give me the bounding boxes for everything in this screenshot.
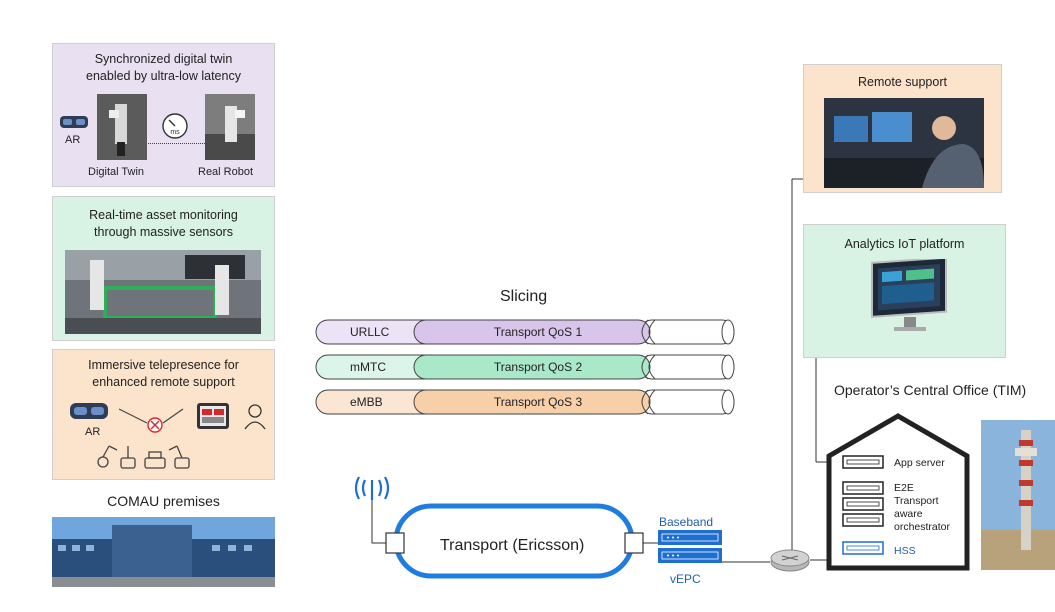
antenna-icon: [354, 476, 390, 500]
robot-arms-icon: [97, 445, 190, 469]
right-transport-node: [624, 532, 644, 554]
slicing-pipes: URLLC Transport QoS 1 mMTC Transport QoS 2 e…: [315, 319, 735, 415]
blocked-connection-icon: [118, 408, 184, 433]
telepresence-ar-label: AR: [85, 426, 101, 438]
ar-label: AR: [65, 134, 81, 146]
person-icon: [244, 404, 266, 430]
digital-twin-title-2: enabled by ultra-low latency: [86, 69, 241, 83]
transport-label: Transport (Ericsson): [440, 537, 585, 554]
slice-name-label: URLLC: [350, 325, 390, 339]
digital-twin-panel: Synchronized digital twin enabled by ult…: [52, 43, 275, 187]
orchestrator-label-1: E2E: [894, 482, 914, 494]
transport-diagram: [354, 476, 750, 579]
orchestrator-label-3: aware: [894, 508, 923, 520]
slice-qos-label: Transport QoS 1: [494, 325, 583, 339]
telepresence-title-2: enhanced remote support: [92, 375, 235, 389]
real-robot-label: Real Robot: [198, 166, 254, 178]
vepc-label: vEPC: [670, 572, 701, 586]
factory-sensors-image: [65, 250, 261, 334]
orchestrator-label-2: Transport: [894, 495, 939, 507]
app-server-icon: [842, 455, 884, 469]
comau-premises-label: COMAU premises: [107, 493, 220, 509]
real-robot-image: [205, 94, 255, 160]
digital-twin-image: [97, 94, 147, 160]
right-connections: [740, 178, 838, 572]
slice-pipe-urllc: URLLC Transport QoS 1: [315, 319, 735, 345]
central-office-title: Operator’s Central Office (TIM): [834, 382, 1027, 398]
hss-label: HSS: [894, 545, 916, 557]
app-server-label: App server: [894, 457, 945, 469]
sync-dotted-line: [148, 143, 205, 144]
slice-qos-label: Transport QoS 2: [494, 360, 583, 374]
baseband-label: Baseband: [659, 515, 714, 529]
orchestrator-label: E2E Transport aware orchestrator: [894, 482, 950, 534]
slice-name-label: mMTC: [350, 360, 386, 374]
slicing-title: Slicing: [500, 288, 548, 305]
tablet-icon: [197, 403, 229, 429]
hss-server-icon: [842, 541, 884, 555]
analytics-panel: Analytics IoT platform: [803, 224, 1006, 358]
slice-qos-label: Transport QoS 3: [494, 395, 583, 409]
asset-monitoring-panel: Real-time asset monitoring through massi…: [52, 196, 275, 341]
remote-support-panel: Remote support: [803, 64, 1002, 193]
analytics-title: Analytics IoT platform: [844, 237, 965, 251]
ar-goggles-icon: [60, 116, 88, 128]
svg-text:ms: ms: [170, 129, 180, 136]
telepresence-panel: Immersive telepresence for enhanced remo…: [52, 349, 275, 480]
digital-twin-title-1: Synchronized digital twin: [94, 52, 233, 66]
tim-tower-image: [981, 420, 1055, 570]
baseband-server-icon: [658, 530, 722, 545]
latency-gauge-icon: ms: [162, 113, 188, 139]
slice-name-label: eMBB: [350, 395, 383, 409]
orchestrator-label-4: orchestrator: [894, 521, 951, 533]
telepresence-title-1: Immersive telepresence for: [88, 358, 239, 372]
asset-monitoring-title-2: through massive sensors: [94, 225, 233, 239]
asset-monitoring-title-1: Real-time asset monitoring: [89, 208, 238, 222]
comau-building-image: [52, 517, 275, 587]
monitor-icon: [871, 259, 947, 331]
slice-pipe-mmtc: mMTC Transport QoS 2: [315, 354, 735, 380]
remote-support-image: [824, 98, 984, 188]
left-transport-node: [385, 532, 405, 554]
digital-twin-label: Digital Twin: [88, 166, 145, 178]
slice-pipe-embb: eMBB Transport QoS 3: [315, 389, 735, 415]
router-icon: [770, 549, 810, 572]
central-office-building: [826, 413, 970, 571]
vepc-server-icon: [658, 548, 722, 563]
orchestrator-servers-icon: [842, 481, 884, 527]
ar-headset-icon: [70, 403, 108, 419]
remote-support-title: Remote support: [858, 75, 947, 89]
